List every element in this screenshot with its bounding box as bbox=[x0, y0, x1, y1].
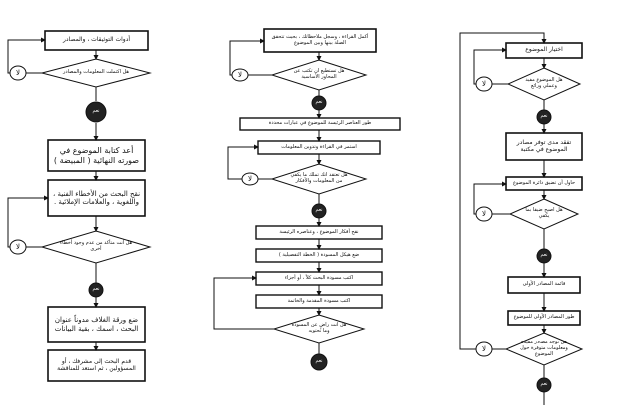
middle-dec3-label: هل أنت راضٍ عن المسودة وما تحتويه bbox=[291, 322, 347, 334]
left-proc2-label: أعد كتابة الموضوع في صورته النهائية ( ال… bbox=[53, 146, 140, 165]
right-no2-oval bbox=[475, 206, 493, 222]
middle-yes2-circle bbox=[311, 203, 327, 219]
middle-proc3-label: استمر في القراءة وتدوين المعلومات bbox=[281, 143, 357, 150]
middle-proc4-label: نقح أفكار الموضوع ، وعناصره الرئيسة bbox=[279, 228, 359, 235]
right-no2-label: لا bbox=[482, 209, 486, 218]
middle-no2-label: لا bbox=[248, 174, 252, 183]
left-proc1-label: أدوات التوثيقات ، والمصادر bbox=[62, 36, 131, 44]
left-no2-label: لا bbox=[16, 242, 20, 251]
middle-yes3-label: نعم bbox=[315, 358, 323, 365]
right-yes1-label: نعم bbox=[540, 113, 548, 120]
right-proc4-label: قائمة المصادر الأولى bbox=[522, 281, 566, 288]
right-yes1-circle bbox=[536, 109, 552, 125]
right-no3-oval bbox=[475, 341, 493, 357]
left-proc4-label: ضع ورقة الغلاف مدوناً عنوان البحث ، اسمك… bbox=[54, 316, 139, 333]
middle-yes1-label: نعم bbox=[315, 99, 323, 106]
left-dec2-label: هل أنت متأكد من عدم وجود أخطاء أخرى bbox=[59, 240, 133, 252]
left-dec1-label: هل اكتملت المعلومات والمصادر bbox=[63, 69, 130, 76]
right-dec1-label: هل الموضوع مفيد وعملي ورائع bbox=[525, 77, 563, 89]
right-proc1-label: اختيار الموضوع bbox=[525, 46, 563, 54]
right-dec2-label: هل أصبح ضيقاً بما يكفي bbox=[525, 207, 563, 219]
right-yes3-circle bbox=[536, 377, 552, 393]
middle-proc5-label: ضع هيكل المسودة ( الخطة التفصيلية ) bbox=[278, 251, 360, 258]
right-yes3-label: نعم bbox=[540, 381, 548, 388]
left-proc5-label: قدم البحث إلى مشرفك ، أو المسؤولين ، ثم … bbox=[57, 357, 136, 372]
left-yes1-circle bbox=[85, 101, 107, 123]
right-no1-label: لا bbox=[482, 79, 486, 88]
right-proc5-label: طور المصادر الأولى للموضوع bbox=[513, 314, 575, 321]
left-yes1-label: نعم bbox=[92, 108, 100, 115]
left-proc3-label: نقح البحث من الأخطاء الفنية ، واللغوية ،… bbox=[52, 189, 141, 206]
left-no1-oval bbox=[9, 65, 27, 81]
right-proc3-label: حاول أن تضيق دائرة الموضوع bbox=[512, 179, 576, 186]
middle-no2-oval bbox=[241, 172, 259, 186]
middle-proc2-label: طور العناصر الرئيسة للموضوع في عبارات مح… bbox=[268, 120, 372, 127]
middle-proc7-label: اكتب مسودة المقدمة والخاتمة bbox=[287, 297, 351, 304]
middle-dec2-label: هل تعتقد أنك تملك ما يكفي من المعلومات و… bbox=[290, 172, 348, 184]
right-proc2-label: تفقد مدى توفر مصادر الموضوع في مكتبة bbox=[516, 138, 572, 153]
middle-yes2-label: نعم bbox=[315, 207, 323, 214]
right-no3-label: لا bbox=[482, 344, 486, 353]
middle-dec1-label: هل تستطيع أن تكتب عن المحاور الأساسية bbox=[293, 68, 345, 80]
left-yes2-label: نعم bbox=[92, 286, 100, 293]
middle-yes1-circle bbox=[311, 95, 327, 111]
middle-proc1-label: أكمل القراءة ، وسجل ملاحظاتك ، بحيث تتحق… bbox=[271, 33, 369, 46]
middle-proc6-label: اكتب مسودة البحث كلاً ، أو أجزاء bbox=[284, 274, 354, 281]
left-yes2-circle bbox=[88, 282, 104, 298]
right-yes2-label: نعم bbox=[540, 252, 548, 259]
middle-no1-oval bbox=[231, 68, 249, 82]
right-yes2-circle bbox=[536, 248, 552, 264]
left-no1-label: لا bbox=[16, 68, 20, 77]
left-no2-oval bbox=[9, 239, 27, 255]
middle-no1-label: لا bbox=[238, 70, 242, 79]
right-dec3-label: هل توجد مصادر مفيدة ومعلومات متوفرة حول … bbox=[520, 341, 568, 357]
middle-yes3-circle bbox=[310, 353, 328, 371]
right-no1-oval bbox=[475, 76, 493, 92]
